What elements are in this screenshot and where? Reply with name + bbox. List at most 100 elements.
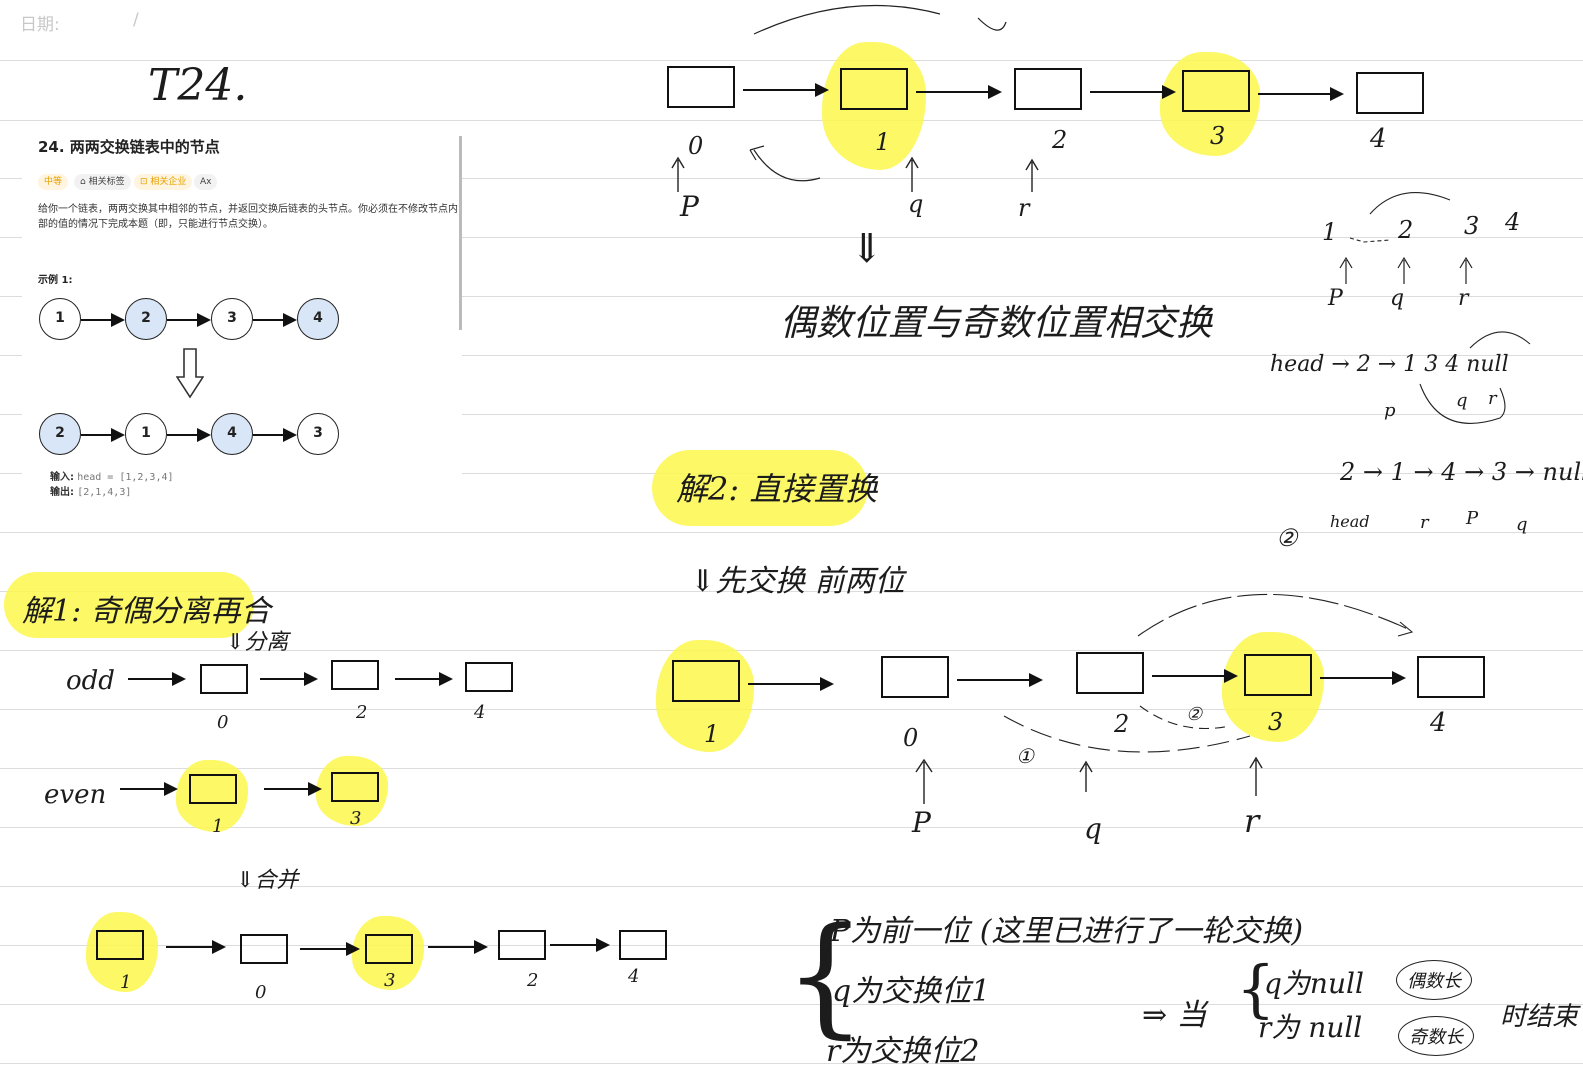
example-title: 示例 1: <box>38 275 73 286</box>
method2-title: 解2: 直接置换 <box>676 470 878 508</box>
list-node-box <box>96 930 144 960</box>
note-pointer: P <box>1328 286 1343 311</box>
index-label: 3 <box>1210 122 1226 150</box>
note-pointer: head <box>1330 512 1370 531</box>
condition-note: 奇数长 <box>1398 1016 1474 1056</box>
pointer-label: P <box>680 190 699 223</box>
font-size-button[interactable]: Ax <box>194 174 218 190</box>
list-node-box <box>1356 72 1424 114</box>
highlight <box>652 450 868 526</box>
list-node: 3 <box>297 413 339 455</box>
list-arrow <box>748 677 834 691</box>
down-arrow-icon <box>176 348 204 399</box>
highlight <box>822 42 926 170</box>
list-node-box <box>189 774 237 804</box>
method1-title: 解1: 奇偶分离再合 <box>22 594 271 629</box>
note-item: 3 <box>1464 212 1480 240</box>
note-curve <box>1349 192 1451 243</box>
curved-arrows <box>749 4 1007 182</box>
brace: { <box>784 899 867 1051</box>
index-label: 4 <box>1370 124 1387 154</box>
list-arrow <box>253 428 297 442</box>
implies-arrow: ⇒ 当 <box>1142 998 1207 1033</box>
list-arrow <box>300 942 360 956</box>
note-pointer: q <box>1390 286 1405 311</box>
note-pointer: P <box>1466 508 1479 529</box>
list-arrow <box>120 782 178 796</box>
date-separator: / <box>133 10 139 30</box>
note-pointer: r <box>1458 286 1469 311</box>
curved-arrows <box>1003 593 1414 753</box>
highlight <box>1222 632 1324 742</box>
tag-related-companies[interactable]: ⊡ 相关企业 <box>134 174 193 190</box>
list-arrow <box>253 313 297 327</box>
index-label: 0 <box>217 712 229 733</box>
list-node-box <box>365 934 413 964</box>
list-arrow <box>743 83 829 97</box>
tag-related-topics[interactable]: ⌂ 相关标签 <box>74 174 131 190</box>
note-pointer: r <box>1420 512 1429 533</box>
note-line: head → 2 → 1 3 4 null <box>1270 352 1509 377</box>
note-item: 2 <box>1398 216 1414 244</box>
list-node-box <box>619 930 667 960</box>
list-node-box <box>881 656 949 698</box>
list-arrow <box>957 673 1043 687</box>
small-brace: { <box>1236 952 1276 1025</box>
list-node: 4 <box>297 298 339 340</box>
split-note: ⇓分离 <box>226 630 289 655</box>
note-pointer: r <box>1488 388 1497 409</box>
condition-item: q为null <box>1264 967 1364 1000</box>
list-node-box <box>331 660 379 690</box>
index-label: 3 <box>350 808 362 829</box>
index-label: 3 <box>384 970 396 991</box>
list-arrow <box>1090 85 1176 99</box>
card-scrollbar[interactable] <box>459 136 462 330</box>
pointer-label: q <box>1084 812 1102 845</box>
list-node-box <box>465 662 513 692</box>
list-node: 1 <box>39 298 81 340</box>
note-curve <box>1419 331 1531 424</box>
method2-subnote: ⇓先交换 前两位 <box>690 564 905 599</box>
problem-title: 24. 两两交换链表中的节点 <box>38 138 220 156</box>
list-arrow <box>1258 87 1344 101</box>
index-label: 4 <box>1430 708 1447 738</box>
highlight <box>1160 52 1260 156</box>
odd-label: odd <box>66 666 115 696</box>
pointer-arrows <box>915 756 1263 804</box>
index-label: 1 <box>704 720 720 748</box>
list-node-box <box>1244 654 1312 696</box>
merge-note: ⇓合并 <box>236 868 299 893</box>
index-label: 1 <box>875 128 891 156</box>
list-arrow <box>81 313 125 327</box>
tag-icon: ⌂ <box>80 177 89 187</box>
note-pointer: q <box>1456 390 1468 411</box>
list-node-box <box>667 66 735 108</box>
handwritten-title: T24. <box>148 60 248 111</box>
index-label: 0 <box>688 132 704 160</box>
list-arrow <box>428 940 488 954</box>
pointer-label: r <box>1244 802 1260 840</box>
problem-card: 24. 两两交换链表中的节点 中等 ⌂ 相关标签 ⊡ 相关企业 Ax 给你一个链… <box>22 130 462 500</box>
note-line: 2 → 1 → 4 → 3 → null <box>1340 458 1583 486</box>
condition-line: P为前一位 (这里已进行了一轮交换) <box>830 914 1304 949</box>
difficulty-badge[interactable]: 中等 <box>38 174 69 190</box>
list-arrow <box>1152 669 1238 683</box>
list-node-box <box>200 664 248 694</box>
list-node-box <box>1014 68 1082 110</box>
list-arrow <box>1320 671 1406 685</box>
index-label: 4 <box>628 966 640 987</box>
lock-icon: ⊡ <box>140 177 151 187</box>
list-arrow <box>167 313 211 327</box>
highlight <box>4 572 254 638</box>
condition-item: r为 null <box>1258 1011 1363 1044</box>
list-node-box <box>331 772 379 802</box>
list-arrow <box>395 672 453 686</box>
list-node-box <box>840 68 908 110</box>
end-note: 时结束 <box>1500 1002 1579 1032</box>
list-node-box <box>240 934 288 964</box>
problem-description: 给你一个链表，两两交换其中相邻的节点，并返回交换后链表的头节点。你必须在不修改节… <box>38 204 458 230</box>
index-label: 0 <box>903 724 919 752</box>
pointer-label: P <box>912 806 931 839</box>
even-label: even <box>44 780 107 810</box>
index-label: 3 <box>1268 708 1284 736</box>
